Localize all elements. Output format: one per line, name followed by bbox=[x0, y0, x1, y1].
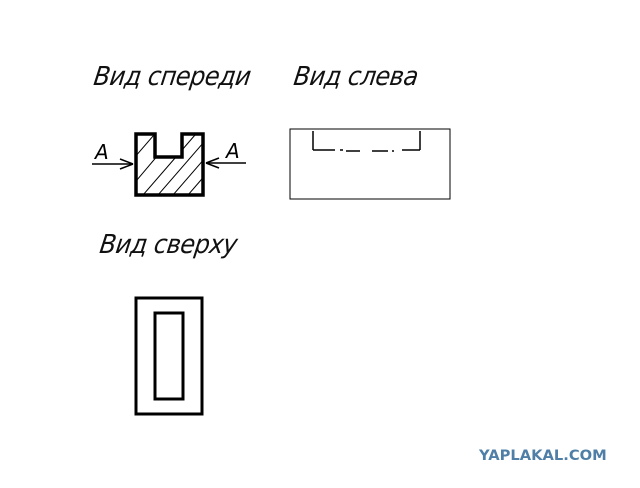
left-view bbox=[289, 128, 451, 200]
top-view bbox=[134, 296, 204, 416]
section-mark-right: A bbox=[224, 139, 240, 163]
section-arrow-right bbox=[205, 157, 246, 169]
section-arrow-left bbox=[92, 158, 134, 170]
watermark: YAPLAKAL.COM bbox=[479, 448, 607, 464]
section-mark-left: A bbox=[93, 140, 109, 164]
